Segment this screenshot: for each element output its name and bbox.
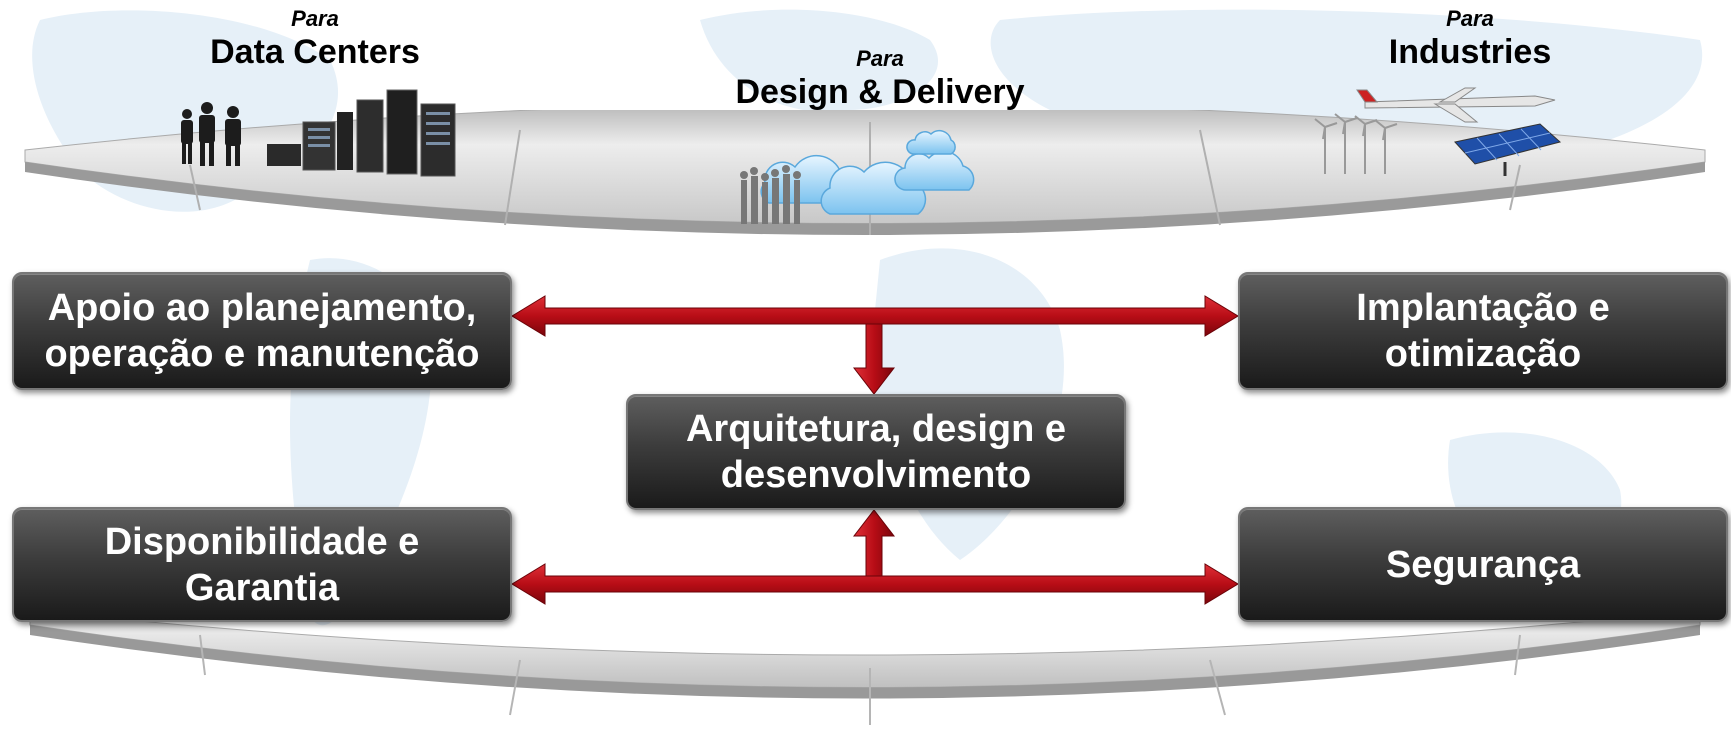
box-arquitetura-design: Arquitetura, design e desenvolvimento xyxy=(626,394,1126,510)
clouds-and-people-illustration xyxy=(740,129,975,224)
category-title: Design & Delivery xyxy=(735,73,1025,111)
category-para-label: Para xyxy=(856,46,904,71)
up-arrow xyxy=(852,509,896,577)
box-apoio-planejamento: Apoio ao planejamento, operação e manute… xyxy=(12,272,512,390)
down-arrow xyxy=(852,323,896,395)
box-disponibilidade-garantia: Disponibilidade e Garantia xyxy=(12,507,512,622)
people-and-servers-illustration xyxy=(181,89,456,177)
category-data-centers: Para Data Centers xyxy=(175,6,455,72)
box-implantacao-otimizacao: Implantação e otimização xyxy=(1238,272,1728,390)
category-industries: Para Industries xyxy=(1360,6,1580,72)
bottom-platform xyxy=(29,609,1701,725)
box-seguranca: Segurança xyxy=(1238,507,1728,622)
category-title: Industries xyxy=(1388,33,1552,71)
airplane-wind-solar-illustration xyxy=(1314,87,1562,176)
category-title: Data Centers xyxy=(210,33,420,71)
category-para-label: Para xyxy=(291,6,339,31)
category-design-delivery: Para Design & Delivery xyxy=(690,46,1070,112)
category-para-label: Para xyxy=(1446,6,1494,31)
